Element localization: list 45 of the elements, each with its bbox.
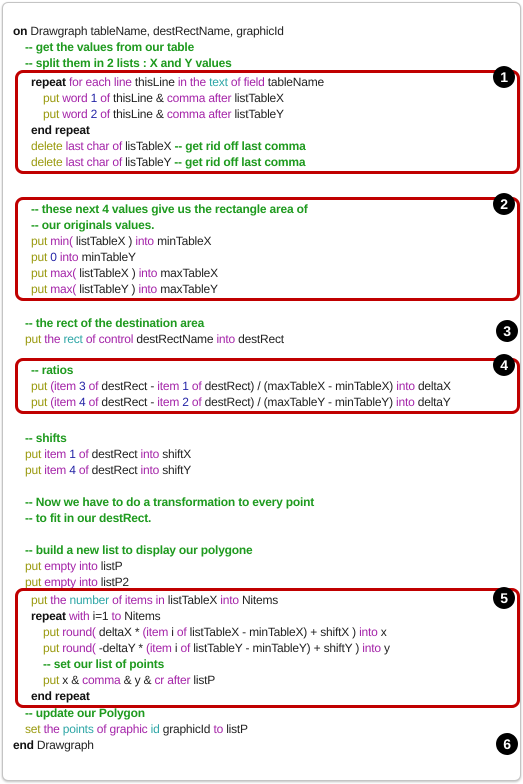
code-line: -- the rect of the destination area xyxy=(24,315,204,331)
code-line: put word 2 of thisLine & comma after listTableY xyxy=(42,106,284,122)
code-line: end repeat xyxy=(30,688,90,704)
code-line: put max( listTableX ) into maxTableX xyxy=(30,265,218,281)
code-line: -- shifts xyxy=(24,430,67,446)
code-line: delete last char of lisTableX -- get rid off last comma xyxy=(30,138,306,154)
code-line: put item 1 of destRect into shiftX xyxy=(24,446,192,462)
callout-number: 1 xyxy=(493,66,515,88)
code-line: put the rect of control destRectName into destRect xyxy=(24,331,284,347)
code-line: -- Now we have to do a transformation to every point xyxy=(24,494,314,510)
code-line: end Drawgraph xyxy=(12,737,94,753)
code-line: put (item 3 of destRect - item 1 of destRect) / (maxTableX - minTableX) into deltaX xyxy=(30,378,451,394)
callout-number: 6 xyxy=(496,733,518,755)
code-line: put round( -deltaY * (item i of listTableY - minTableY) + shiftY ) into y xyxy=(42,640,390,656)
callout-number: 3 xyxy=(496,320,518,342)
code-line: put (item 4 of destRect - item 2 of destRect) / (maxTableY - minTableY) into deltaY xyxy=(30,394,451,410)
code-line: set the points of graphic id graphicId to listP xyxy=(24,721,248,737)
code-line: put empty into listP xyxy=(24,558,122,574)
code-line: put 0 into minTableY xyxy=(30,249,136,265)
callout-number: 2 xyxy=(493,193,515,215)
code-line: put min( listTableX ) into minTableX xyxy=(30,233,212,249)
code-line: put item 4 of destRect into shiftY xyxy=(24,462,192,478)
callout-number: 5 xyxy=(493,587,515,609)
code-line: -- build a new list to display our polygone xyxy=(24,542,253,558)
highlight-box xyxy=(15,588,520,708)
code-line: put round( deltaX * (item i of listTableX - minTableX) + shiftX ) into x xyxy=(42,624,387,640)
code-line: -- set our list of points xyxy=(42,656,164,672)
code-line: put max( listTableY ) into maxTableY xyxy=(30,281,218,297)
code-line: -- our originals values. xyxy=(30,217,154,233)
code-line: put word 1 of thisLine & comma after listTableX xyxy=(42,90,284,106)
code-line: put empty into listP2 xyxy=(24,574,129,590)
code-line: -- update our Polygon xyxy=(24,705,145,721)
code-line: end repeat xyxy=(30,122,90,138)
code-line: repeat for each line thisLine in the text of field tableName xyxy=(30,74,324,90)
callout-number: 4 xyxy=(493,354,515,376)
code-line: put x & comma & y & cr after listP xyxy=(42,672,216,688)
code-line: -- split them in 2 lists : X and Y values xyxy=(24,55,232,71)
code-line: -- these next 4 values give us the rectangle area of xyxy=(30,201,308,217)
code-line: -- to fit in our destRect. xyxy=(24,510,152,526)
code-line: repeat with i=1 to Nitems xyxy=(30,608,160,624)
code-line: -- ratios xyxy=(30,362,74,378)
code-line: delete last char of lisTableY -- get rid off last comma xyxy=(30,154,306,170)
code-line: -- get the values from our table xyxy=(24,39,194,55)
code-line: put the number of items in listTableX into Nitems xyxy=(30,592,278,608)
code-line: on Drawgraph tableName, destRectName, graphicId xyxy=(12,23,284,39)
